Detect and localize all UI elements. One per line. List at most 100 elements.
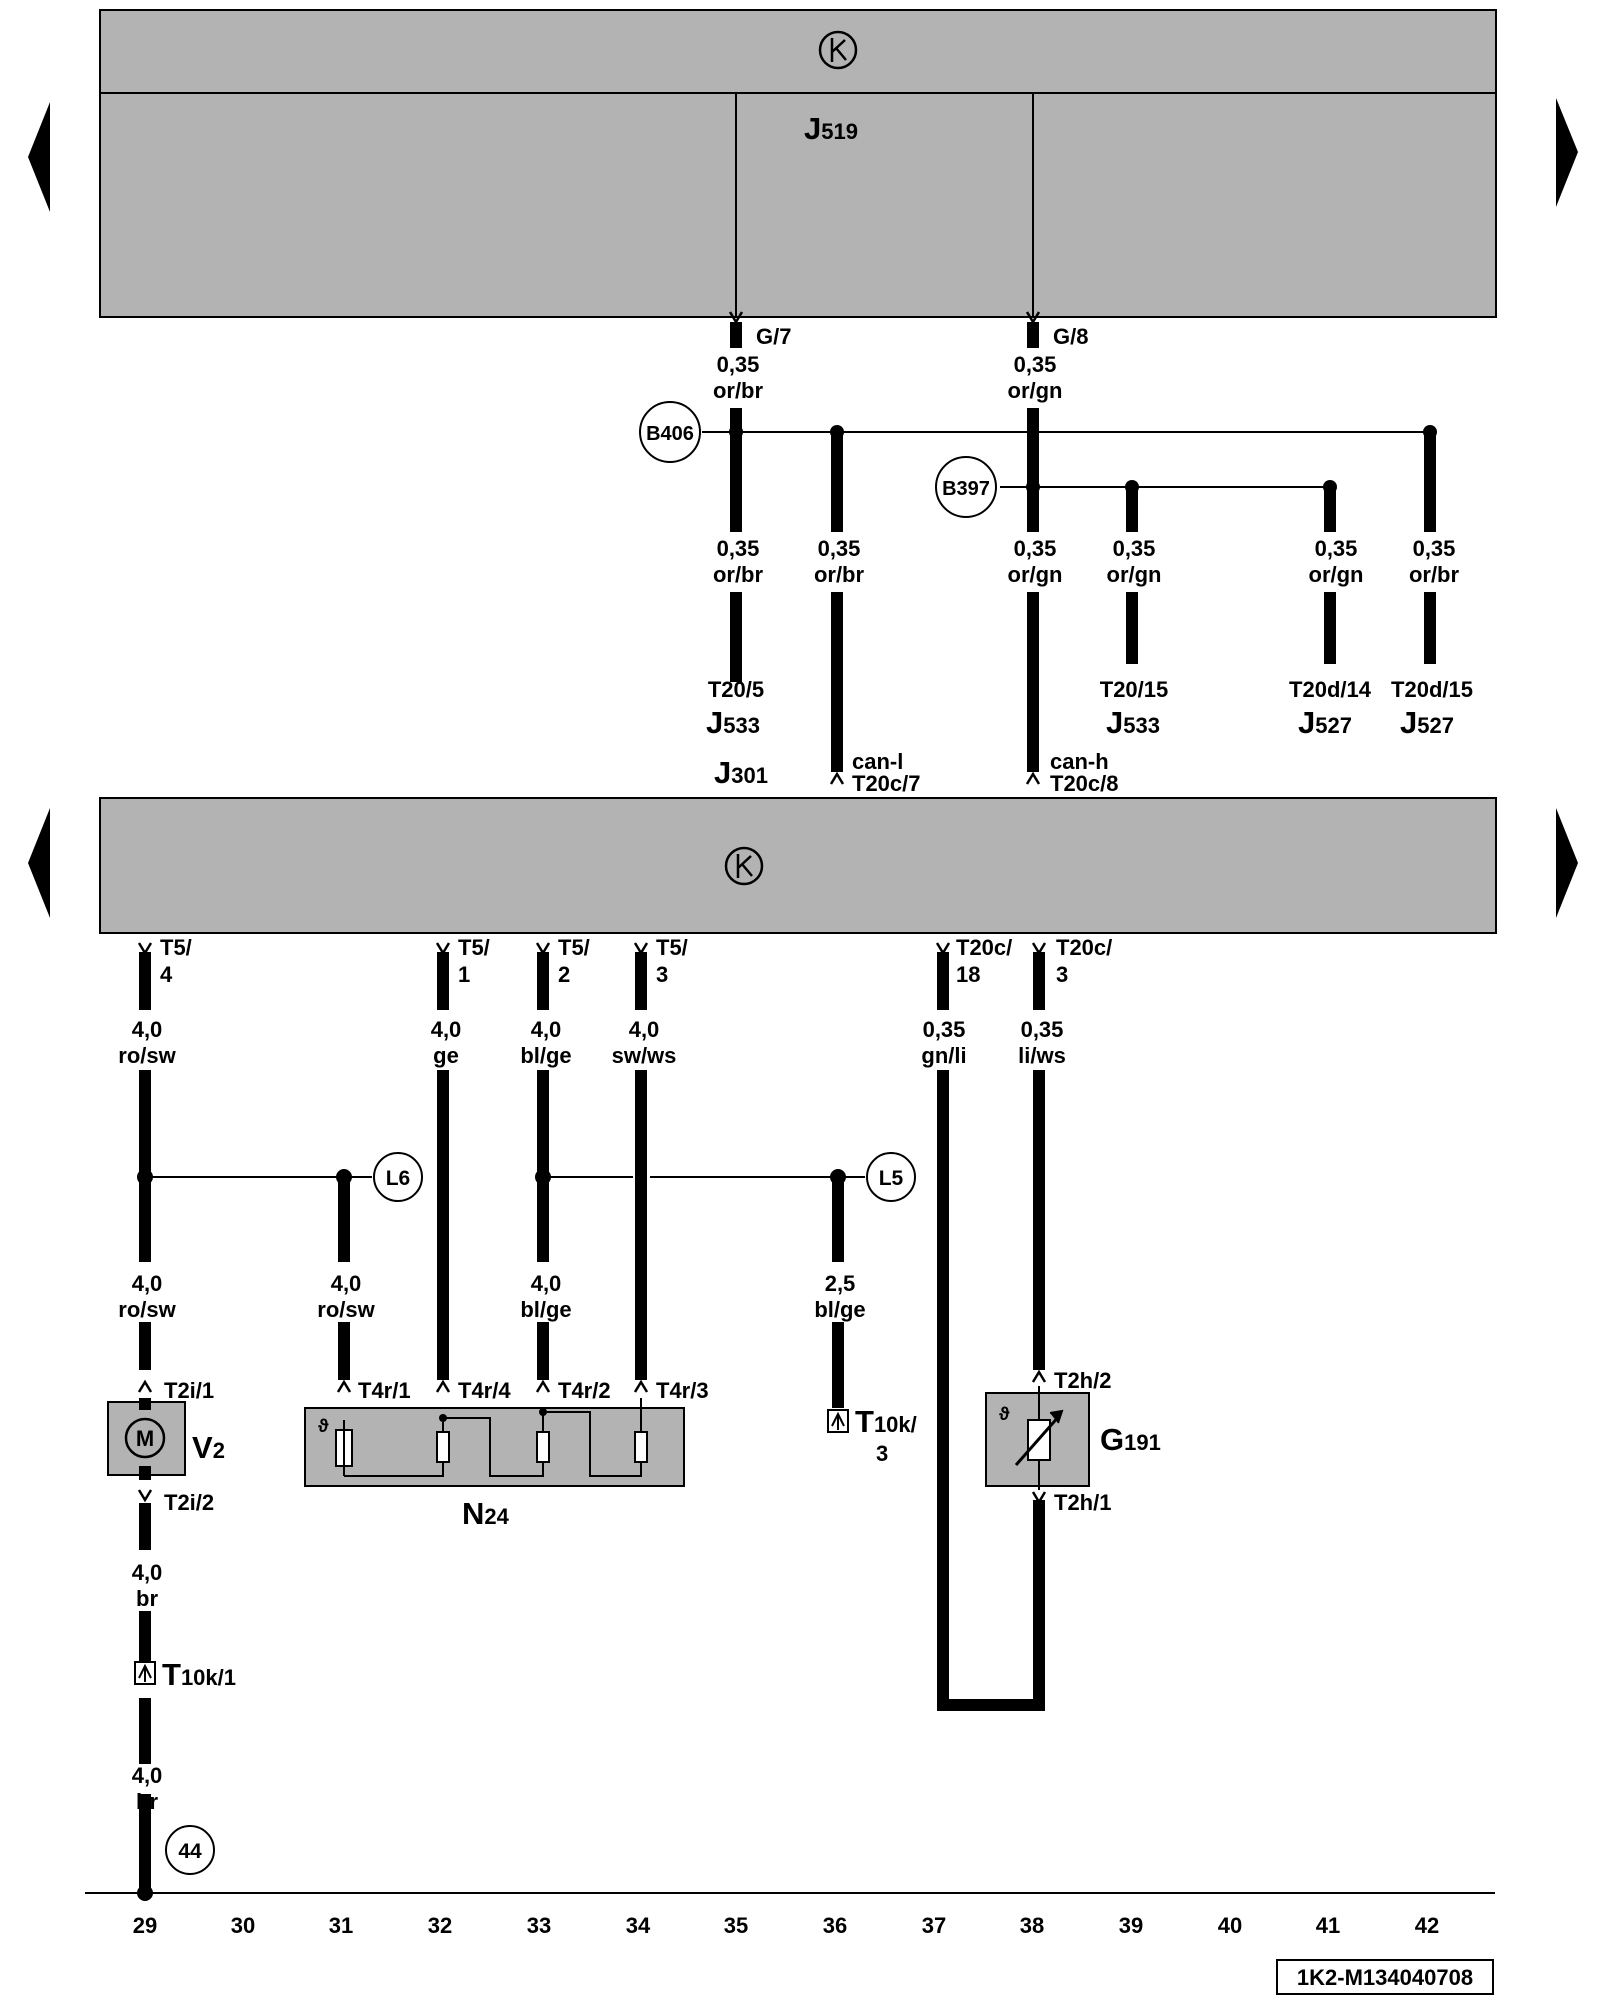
svg-text:ro/sw: ro/sw [118,1043,176,1068]
svg-text:4,0: 4,0 [331,1271,362,1296]
connector-t10k3 [827,1409,849,1433]
svg-text:T20c/: T20c/ [1056,935,1112,960]
svg-text:0,35: 0,35 [717,352,760,377]
svg-text:41: 41 [1316,1913,1340,1938]
svg-text:2,5: 2,5 [825,1271,856,1296]
svg-text:B397: B397 [942,478,990,500]
pin-t20c-7: T20c/7 [852,771,921,796]
svg-text:T5/: T5/ [558,935,590,960]
bottom-wire-labels: T5/ 4 T5/ 1 T5/ 2 T5/ 3 T20c/ 18 T20c/ 3… [118,935,1112,1814]
svg-text:0,35: 0,35 [923,1017,966,1042]
svg-text:33: 33 [527,1913,551,1938]
pin-t20-15: T20/15 [1100,677,1169,702]
prev-page-arrow-top[interactable] [28,102,50,212]
component-j527-b: J527 [1400,705,1454,740]
svg-text:ge: ge [433,1043,459,1068]
j301-label-main: J [714,755,731,790]
svg-text:29: 29 [133,1913,157,1938]
junction-dots-bottom [137,1169,846,1901]
svg-text:4,0: 4,0 [431,1017,462,1042]
connector-t10k1 [134,1661,156,1685]
svg-text:B406: B406 [646,423,694,445]
svg-text:4,0: 4,0 [531,1271,562,1296]
svg-text:4,0: 4,0 [132,1017,163,1042]
component-j533-b: J533 [1106,705,1160,740]
svg-text:40: 40 [1218,1913,1242,1938]
prev-page-arrow-bottom[interactable] [28,808,50,918]
svg-text:or/gn: or/gn [1008,562,1063,587]
svg-text:or/gn: or/gn [1107,562,1162,587]
theta-icon: ϑ [318,1416,329,1436]
svg-text:4,0: 4,0 [132,1271,163,1296]
connector-t10k1-label: T10k/1 [162,1657,236,1692]
wire-segments-bottom [85,952,1495,1894]
svg-text:0,35: 0,35 [1014,352,1057,377]
svg-text:J519: J519 [804,111,858,146]
svg-text:T5/: T5/ [656,935,688,960]
svg-text:18: 18 [956,962,980,987]
svg-text:39: 39 [1119,1913,1143,1938]
svg-text:0,35: 0,35 [1014,536,1057,561]
svg-text:0,35: 0,35 [717,536,760,561]
svg-text:37: 37 [922,1913,946,1938]
svg-text:4: 4 [160,962,173,987]
svg-text:34: 34 [626,1913,651,1938]
svg-text:br: br [136,1586,158,1611]
svg-text:4,0: 4,0 [132,1560,163,1585]
svg-text:2: 2 [558,962,570,987]
svg-text:0,35: 0,35 [818,536,861,561]
next-page-arrow-bottom[interactable] [1556,808,1578,918]
control-unit-j301: J301 [99,755,1497,934]
next-page-arrow-top[interactable] [1556,98,1578,207]
can-bus-icon [724,846,764,886]
connection-l5: L5 [866,1152,916,1202]
svg-text:T20c/: T20c/ [956,935,1012,960]
svg-text:3: 3 [876,1441,888,1466]
resistor-n24: ϑ [304,1398,685,1487]
svg-text:3: 3 [656,962,668,987]
junction-dots [729,425,1437,494]
can-bus-icon [818,30,858,70]
motor-symbol: M [136,1426,154,1451]
svg-text:44: 44 [178,1840,202,1863]
svg-text:42: 42 [1415,1913,1439,1938]
can-l-label: can-l [852,749,903,774]
pin-t4r-3: T4r/3 [656,1378,709,1403]
reference-code-box: 1K2-M134040708 [1276,1959,1494,1995]
svg-text:35: 35 [724,1913,748,1938]
pin-t2h-1: T2h/1 [1054,1490,1111,1515]
pin-t2i-1: T2i/1 [164,1378,214,1403]
svg-text:T5/: T5/ [160,935,192,960]
svg-text:3: 3 [1056,962,1068,987]
svg-text:4,0: 4,0 [132,1763,163,1788]
svg-text:or/gn: or/gn [1008,378,1063,403]
pin-t4r-2: T4r/2 [558,1378,611,1403]
svg-text:or/br: or/br [814,562,865,587]
reference-code: 1K2-M134040708 [1297,1965,1473,1990]
j519-label-main: J [804,111,821,146]
motor-v2: M [107,1398,186,1480]
component-g191: G191 [1100,1422,1161,1457]
top-wire-labels: G/7 G/8 0,35 or/br 0,35 or/gn 0,35 or/br… [708,324,1473,796]
connection-b397: B397 [935,456,997,518]
svg-text:or/br: or/br [713,562,764,587]
svg-text:0,35: 0,35 [1021,1017,1064,1042]
svg-text:bl/ge: bl/ge [520,1297,571,1322]
pin-t2h-2: T2h/2 [1054,1368,1111,1393]
pin-arrows-top [728,311,1041,785]
svg-text:or/br: or/br [1409,562,1460,587]
pin-g8: G/8 [1053,324,1088,349]
svg-text:31: 31 [329,1913,353,1938]
j301-label-sub: 301 [731,763,768,788]
svg-text:1: 1 [458,962,470,987]
svg-text:ro/sw: ro/sw [118,1297,176,1322]
pin-arrows-bottom [137,942,1047,1505]
svg-text:or/gn: or/gn [1309,562,1364,587]
can-h-label: can-h [1050,749,1109,774]
pin-g7: G/7 [756,324,791,349]
svg-text:sw/ws: sw/ws [612,1043,677,1068]
control-unit-j519: J519 [99,9,1497,318]
svg-text:T5/: T5/ [458,935,490,960]
svg-text:L5: L5 [879,1167,904,1190]
top-component-labels: J533 J533 J527 J527 [706,705,1454,740]
